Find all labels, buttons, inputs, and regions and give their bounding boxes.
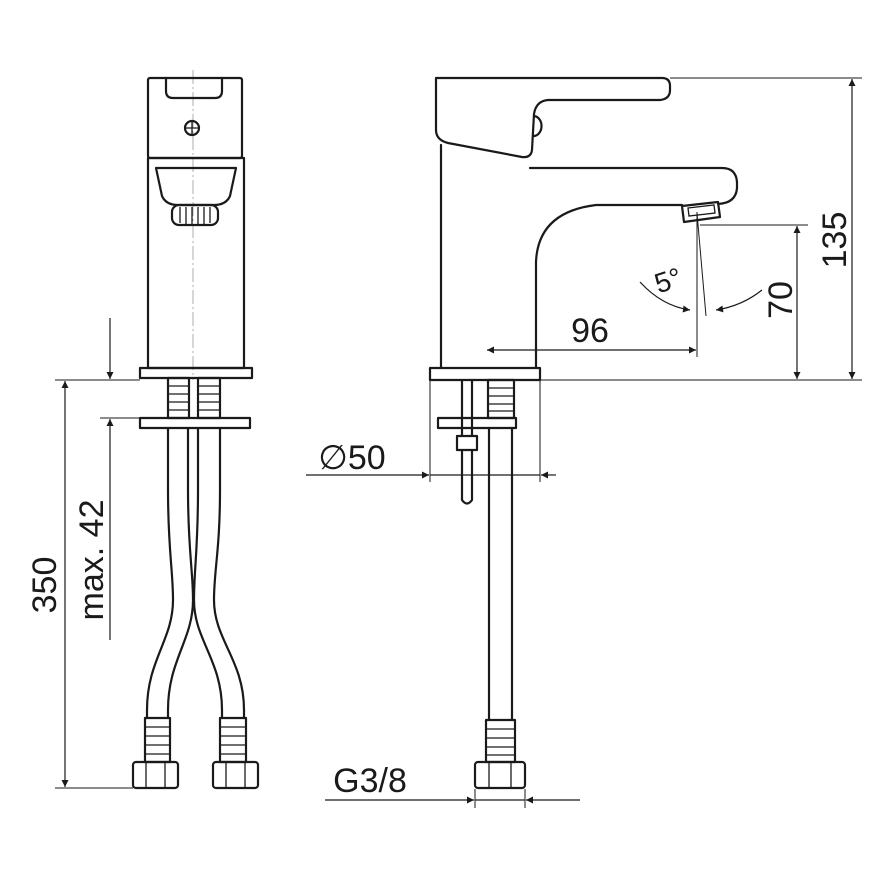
hose-fitting-side xyxy=(484,718,517,764)
dimension-max-thickness: max. 42 xyxy=(73,318,140,640)
hose-fitting-right xyxy=(218,716,248,764)
dimension-label-g3-8: G3/8 xyxy=(333,762,407,800)
hose-right xyxy=(192,426,246,720)
angle-reference-line xyxy=(696,212,707,317)
dimension-label-5-degrees: 5° xyxy=(651,262,686,300)
dimension-label-70: 70 xyxy=(762,281,800,319)
angle-arc-right xyxy=(715,289,763,313)
base-flange-side xyxy=(428,366,542,382)
handle-screw-slot xyxy=(185,121,199,135)
hose-fitting-left-ridges xyxy=(145,726,170,755)
angle-arc-left xyxy=(639,281,691,313)
aerator-side xyxy=(680,200,722,224)
hose-side xyxy=(487,426,514,722)
dimension-label-diameter-50: ∅50 xyxy=(318,439,385,477)
handle-block xyxy=(146,76,244,160)
aerator-hatching xyxy=(179,207,211,224)
dimension-base-diameter: ∅50 xyxy=(306,381,556,482)
dimension-hose-length: 350 xyxy=(26,379,140,789)
hex-nut-right-faces xyxy=(225,762,246,788)
pipe-stub-left xyxy=(166,376,191,420)
pipe-stub-ridges xyxy=(168,385,220,411)
pipe-stub-side-ridges xyxy=(488,387,514,412)
hose-fitting-right-ridges xyxy=(220,726,246,755)
hex-nut-side-faces xyxy=(488,762,512,788)
aerator-side-detail xyxy=(687,204,716,217)
faucet-body-side xyxy=(439,143,739,370)
lever-handle xyxy=(434,76,672,159)
handle-notch xyxy=(164,76,224,100)
aerator-front xyxy=(170,203,220,227)
hex-nut-side xyxy=(473,760,527,790)
dimension-label-max-42: max. 42 xyxy=(73,500,111,621)
hex-nut-left-faces xyxy=(145,762,166,788)
mounting-plate-front xyxy=(138,416,252,430)
base-flange-front xyxy=(138,366,254,380)
pipe-stub-right xyxy=(196,376,222,420)
threaded-rod xyxy=(460,378,474,505)
hose-fitting-left xyxy=(143,716,172,764)
dimension-spout-angle: 5° xyxy=(639,212,763,317)
lever-pivot xyxy=(531,114,543,138)
dimension-label-96: 96 xyxy=(571,312,609,350)
dimension-spout-reach: 96 xyxy=(487,212,698,357)
dimension-spout-height: 70 xyxy=(700,224,808,379)
spout-outlet-front xyxy=(154,166,238,207)
pipe-stub-side xyxy=(486,378,516,420)
hose-left xyxy=(145,426,195,720)
dimension-label-350: 350 xyxy=(26,557,64,614)
hex-nut-left xyxy=(131,760,180,790)
mounting-plate-side xyxy=(436,416,518,430)
dimension-label-135: 135 xyxy=(816,212,854,269)
front-view xyxy=(131,70,260,790)
hose-fitting-side-ridges xyxy=(486,728,515,756)
rod-nut xyxy=(455,434,479,452)
dimension-thread: G3/8 xyxy=(325,762,580,808)
side-view xyxy=(428,76,739,790)
dimension-overall-height: 135 xyxy=(540,77,862,381)
faucet-body-front xyxy=(146,156,246,370)
hex-nut-right xyxy=(211,760,260,790)
